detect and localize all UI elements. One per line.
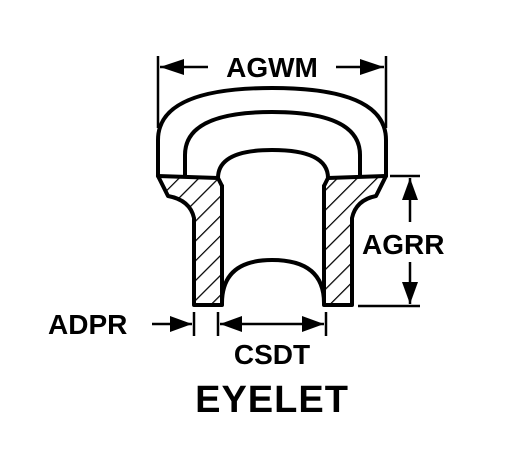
head-outer-dome <box>156 86 388 178</box>
agwm-arrow-right <box>360 59 384 75</box>
agrr-arrow-bottom <box>402 282 418 304</box>
agrr-label: AGRR <box>362 229 444 260</box>
csdt-arrow-right <box>302 316 324 332</box>
bore-top-ellipse <box>216 148 330 180</box>
agwm-arrow-left <box>160 59 184 75</box>
head-inner-dome <box>183 110 362 178</box>
agrr-arrow-top <box>402 178 418 200</box>
adpr-arrow <box>170 316 192 332</box>
csdt-label: CSDT <box>234 339 310 370</box>
csdt-arrow-left <box>220 316 242 332</box>
adpr-label: ADPR <box>48 309 127 340</box>
diagram-title: EYELET <box>195 379 349 421</box>
bore-bottom-curve <box>220 258 326 305</box>
agwm-label: AGWM <box>226 52 318 83</box>
left-flange-section <box>156 174 224 307</box>
